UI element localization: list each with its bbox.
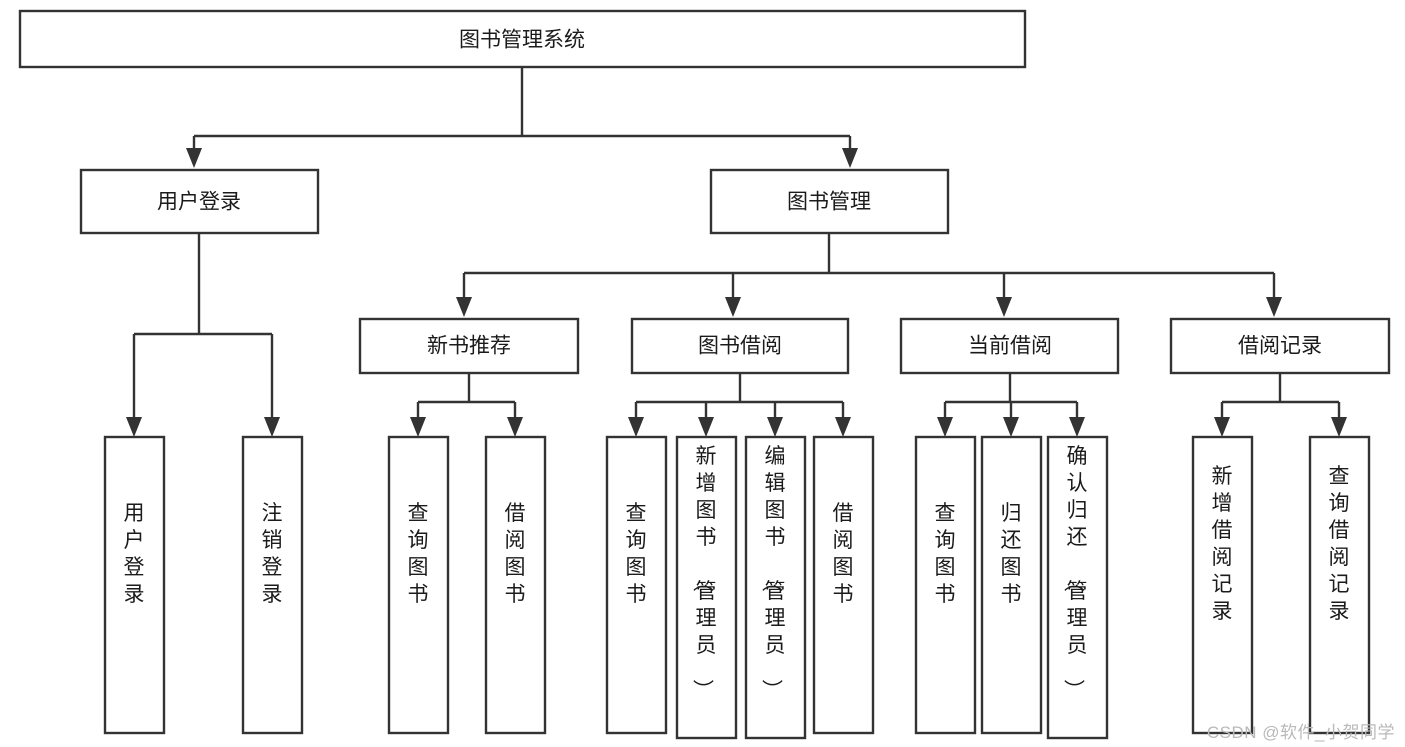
connector-borrow-record-to-leaves: [1214, 373, 1347, 437]
node-leaf-user-login-label: 用户登录: [124, 502, 145, 606]
connector-new-book-recommend-to-leaves: [410, 373, 523, 437]
node-leaf-return-book[interactable]: 归还图书: [980, 435, 1043, 735]
node-book-borrow-label: 图书借阅: [698, 335, 782, 358]
connector-current-borrow-to-leaves: [937, 373, 1085, 437]
node-leaf-query-book-2[interactable]: 查询图书: [605, 435, 668, 735]
node-leaf-query-record-label: 查询借阅记录: [1329, 465, 1350, 623]
connector-book-borrow-to-leaves: [628, 373, 851, 437]
node-leaf-query-book-1[interactable]: 查询图书: [387, 435, 450, 735]
node-root-label: 图书管理系统: [459, 29, 585, 52]
node-leaf-logout-login-label: 注销登录: [262, 502, 283, 606]
node-leaf-return-book-label: 归还图书: [1001, 502, 1022, 606]
node-leaf-borrow-book-1[interactable]: 借阅图书: [484, 435, 547, 735]
node-borrow-record-label: 借阅记录: [1238, 335, 1322, 358]
csdn-watermark: CSDN @软件_小贺同学: [1206, 723, 1395, 742]
node-leaf-logout-login[interactable]: 注销登录: [241, 435, 304, 735]
node-leaf-query-record[interactable]: 查询借阅记录: [1308, 435, 1371, 735]
node-leaf-confirm-return-label: 确认归还（管理员）: [1062, 445, 1088, 700]
connector-book-management-to-level3: [456, 233, 1282, 317]
node-book-management-label: 图书管理: [787, 191, 871, 214]
node-book-management[interactable]: 图书管理: [709, 168, 950, 235]
connector-user-login-to-leaves: [126, 233, 280, 437]
node-book-borrow[interactable]: 图书借阅: [630, 317, 850, 375]
node-borrow-record[interactable]: 借阅记录: [1169, 317, 1391, 375]
node-leaf-edit-book-label: 编辑图书（管理员）: [760, 445, 786, 700]
node-new-book-recommend[interactable]: 新书推荐: [358, 317, 580, 375]
node-leaf-add-record-label: 新增借阅记录: [1212, 465, 1233, 623]
node-user-login[interactable]: 用户登录: [79, 168, 320, 235]
node-leaf-query-book-2-label: 查询图书: [626, 502, 647, 606]
node-root[interactable]: 图书管理系统: [18, 9, 1027, 69]
node-new-book-recommend-label: 新书推荐: [427, 335, 511, 358]
node-leaf-borrow-book-2-label: 借阅图书: [833, 502, 854, 606]
node-leaf-borrow-book-1-label: 借阅图书: [505, 502, 526, 606]
node-user-login-label: 用户登录: [157, 191, 241, 214]
node-leaf-edit-book[interactable]: 编辑图书（管理员）: [744, 435, 807, 740]
node-leaf-query-book-1-label: 查询图书: [408, 502, 429, 606]
node-current-borrow[interactable]: 当前借阅: [899, 317, 1120, 375]
node-leaf-confirm-return[interactable]: 确认归还（管理员）: [1046, 435, 1109, 740]
node-leaf-query-book-3-label: 查询图书: [935, 502, 956, 606]
node-leaf-query-book-3[interactable]: 查询图书: [914, 435, 977, 735]
node-current-borrow-label: 当前借阅: [968, 335, 1052, 358]
node-leaf-add-book[interactable]: 新增图书（管理员）: [675, 435, 738, 740]
node-leaf-borrow-book-2[interactable]: 借阅图书: [812, 435, 875, 735]
node-leaf-add-book-label: 新增图书（管理员）: [691, 445, 717, 700]
connector-root-to-level2: [186, 67, 858, 168]
node-leaf-user-login[interactable]: 用户登录: [103, 435, 166, 735]
node-leaf-add-record[interactable]: 新增借阅记录: [1191, 435, 1254, 735]
